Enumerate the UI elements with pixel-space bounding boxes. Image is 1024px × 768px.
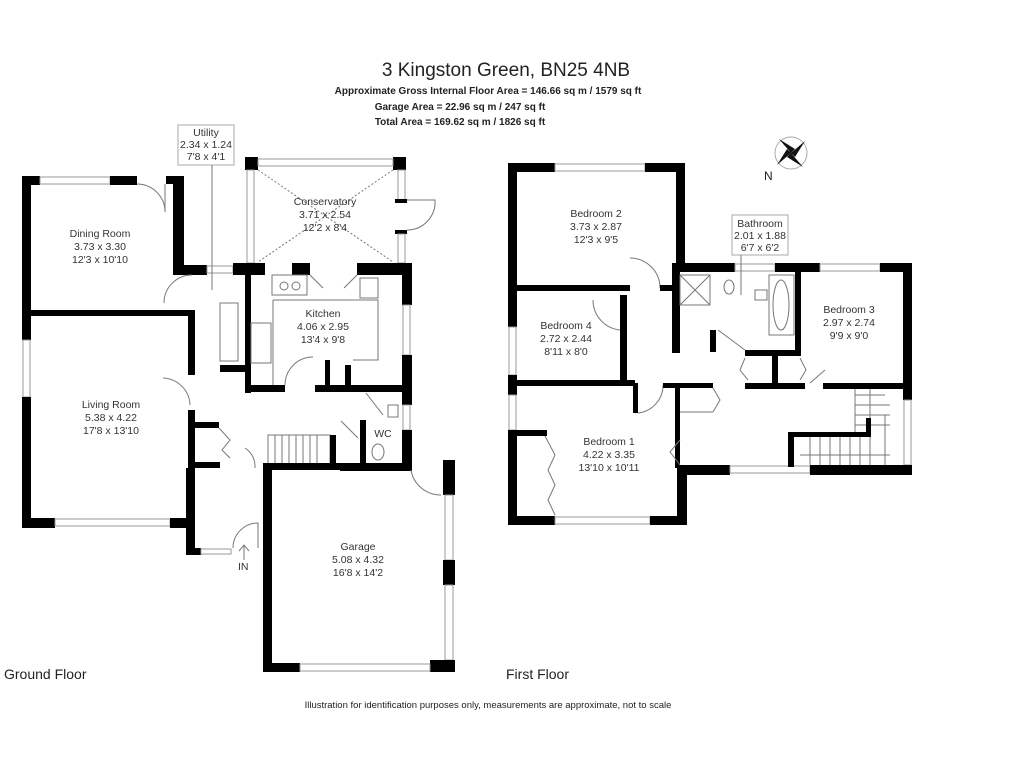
compass-north-label: N xyxy=(764,169,773,183)
room-bedroom-4: Bedroom 4 2.72 x 2.44 8'11 x 8'0 xyxy=(540,320,592,358)
svg-text:8'11 x 8'0: 8'11 x 8'0 xyxy=(544,346,588,358)
svg-text:Bedroom 1: Bedroom 1 xyxy=(583,436,635,448)
page-title: 3 Kingston Green, BN25 4NB xyxy=(382,60,630,81)
room-garage: Garage 5.08 x 4.32 16'8 x 14'2 xyxy=(332,541,384,579)
room-conservatory: Conservatory 3.71 x 2.54 12'2 x 8'4 xyxy=(294,196,357,234)
svg-text:4.06 x 2.95: 4.06 x 2.95 xyxy=(297,321,349,333)
ground-floor-label: Ground Floor xyxy=(4,666,87,682)
svg-text:Bathroom: Bathroom xyxy=(737,218,783,230)
svg-text:Conservatory: Conservatory xyxy=(294,196,357,208)
svg-text:2.97 x 2.74: 2.97 x 2.74 xyxy=(823,317,875,329)
room-bedroom-1: Bedroom 1 4.22 x 3.35 13'10 x 10'11 xyxy=(578,436,639,474)
svg-text:Dining Room: Dining Room xyxy=(70,228,131,240)
svg-text:13'10 x 10'11: 13'10 x 10'11 xyxy=(578,462,639,474)
room-kitchen: Kitchen 4.06 x 2.95 13'4 x 9'8 xyxy=(297,308,349,346)
svg-text:Living Room: Living Room xyxy=(82,399,141,411)
svg-text:12'3 x 10'10: 12'3 x 10'10 xyxy=(72,254,128,266)
svg-text:7'8 x 4'1: 7'8 x 4'1 xyxy=(187,151,226,163)
svg-text:5.38 x 4.22: 5.38 x 4.22 xyxy=(85,412,137,424)
svg-text:Bedroom 2: Bedroom 2 xyxy=(570,208,622,220)
svg-text:2.01 x 1.88: 2.01 x 1.88 xyxy=(734,230,786,242)
total-area: Total Area = 169.62 sq m / 1826 sq ft xyxy=(375,117,546,128)
svg-text:5.08 x 4.32: 5.08 x 4.32 xyxy=(332,554,384,566)
svg-text:3.71 x 2.54: 3.71 x 2.54 xyxy=(299,209,351,221)
garage-area: Garage Area = 22.96 sq m / 247 sq ft xyxy=(375,102,546,113)
room-living-room: Living Room 5.38 x 4.22 17'8 x 13'10 xyxy=(82,399,141,437)
room-bedroom-2: Bedroom 2 3.73 x 2.87 12'3 x 9'5 xyxy=(570,208,622,246)
svg-text:12'3 x 9'5: 12'3 x 9'5 xyxy=(574,234,618,246)
compass-icon: N xyxy=(764,136,808,183)
entrance-label: IN xyxy=(238,561,249,573)
ground-floor-plan: IN xyxy=(22,157,455,672)
svg-text:6'7 x 6'2: 6'7 x 6'2 xyxy=(741,242,780,254)
room-bathroom: Bathroom 2.01 x 1.88 6'7 x 6'2 xyxy=(734,218,786,254)
svg-text:2.34 x 1.24: 2.34 x 1.24 xyxy=(180,139,232,151)
utility-label-box xyxy=(177,124,235,166)
first-floor-label: First Floor xyxy=(506,666,569,682)
svg-text:Bedroom 4: Bedroom 4 xyxy=(540,320,592,332)
disclaimer: Illustration for identification purposes… xyxy=(305,700,672,711)
svg-text:Kitchen: Kitchen xyxy=(305,308,340,320)
bathroom-label-box xyxy=(731,214,789,256)
room-dining-room: Dining Room 3.73 x 3.30 12'3 x 10'10 xyxy=(70,228,131,266)
svg-text:Utility: Utility xyxy=(193,127,219,139)
svg-text:13'4 x 9'8: 13'4 x 9'8 xyxy=(301,334,345,346)
svg-text:12'2 x 8'4: 12'2 x 8'4 xyxy=(303,222,347,234)
svg-text:Bedroom 3: Bedroom 3 xyxy=(823,304,875,316)
room-wc: WC xyxy=(374,428,392,440)
svg-text:Garage: Garage xyxy=(340,541,375,553)
room-utility: Utility 2.34 x 1.24 7'8 x 4'1 xyxy=(180,127,232,163)
svg-text:9'9 x 9'0: 9'9 x 9'0 xyxy=(830,330,869,342)
svg-text:4.22 x 3.35: 4.22 x 3.35 xyxy=(583,449,635,461)
room-bedroom-3: Bedroom 3 2.97 x 2.74 9'9 x 9'0 xyxy=(823,304,875,342)
svg-text:3.73 x 3.30: 3.73 x 3.30 xyxy=(74,241,126,253)
svg-text:2.72 x 2.44: 2.72 x 2.44 xyxy=(540,333,592,345)
svg-text:17'8 x 13'10: 17'8 x 13'10 xyxy=(83,425,139,437)
svg-text:16'8 x 14'2: 16'8 x 14'2 xyxy=(333,567,383,579)
gross-area: Approximate Gross Internal Floor Area = … xyxy=(335,86,642,97)
svg-text:3.73 x 2.87: 3.73 x 2.87 xyxy=(570,221,622,233)
first-floor-plan xyxy=(508,163,912,525)
